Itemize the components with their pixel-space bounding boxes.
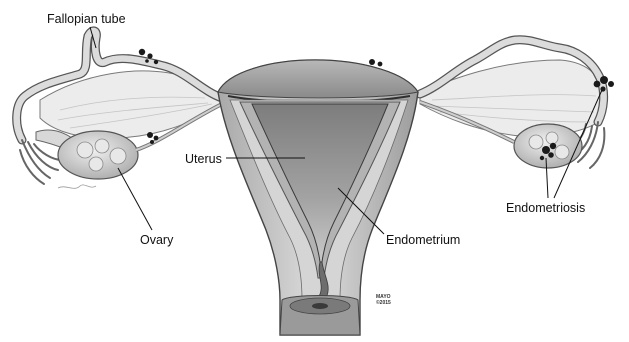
endometriosis-label: Endometriosis [506, 201, 585, 215]
endometrium-label: Endometrium [386, 233, 460, 247]
uterus-label: Uterus [185, 152, 222, 166]
mayo-signature: MAYO ©2015 [376, 294, 391, 306]
signature-line-2: ©2015 [376, 299, 391, 306]
ovary-label-group: Ovary [118, 168, 174, 247]
ovary-leader [118, 168, 152, 230]
ovary-label: Ovary [140, 233, 174, 247]
fallopian-tube-label: Fallopian tube [47, 12, 126, 26]
cervix [280, 296, 360, 336]
